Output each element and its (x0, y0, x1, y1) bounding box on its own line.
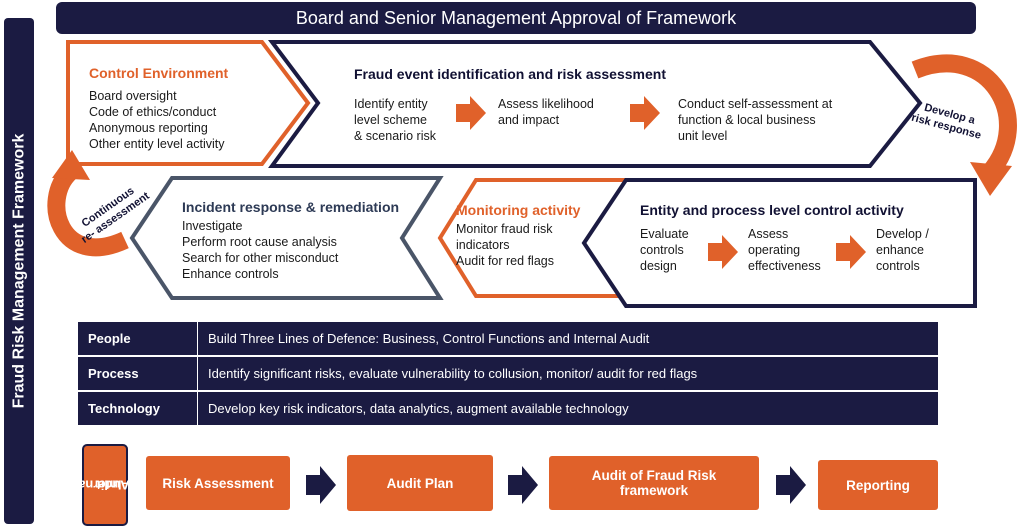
audit-step-fraud-risk-framework: Audit of Fraud Risk framework (549, 456, 759, 510)
step-arrow (708, 235, 738, 269)
band-value: Develop key risk indicators, data analyt… (208, 401, 629, 416)
top-title-bar: Board and Senior Management Approval of … (56, 2, 976, 34)
list-item: Perform root cause analysis (182, 235, 337, 249)
list-item: Other entity level activity (89, 137, 225, 151)
fraud-step-1: Identify entity level scheme & scenario … (354, 97, 436, 143)
control-environment-title: Control Environment (89, 65, 229, 81)
band-technology: Technology Develop key risk indicators, … (78, 392, 938, 425)
control-environment-list: Board oversight Code of ethics/conduct A… (89, 88, 224, 152)
step-arrow (630, 96, 660, 130)
list-item: Enhance controls (182, 267, 279, 281)
list-item: Investigate (182, 219, 243, 233)
band-label: People (78, 322, 198, 355)
side-bar (4, 18, 34, 524)
continuous-reassessment-arc (47, 165, 129, 257)
top-title: Board and Senior Management Approval of … (295, 7, 737, 28)
entity-step-3: Develop / enhance controls (876, 227, 929, 273)
audit-arrow (776, 466, 806, 504)
fraud-event-title: Fraud event identification and risk asse… (354, 66, 666, 82)
step-arrow (836, 235, 866, 269)
band-label: Technology (78, 392, 198, 425)
audit-step-reporting: Reporting (818, 460, 938, 510)
list-item: Search for other misconduct (182, 251, 339, 265)
audit-step-audit-plan: Audit Plan (347, 455, 493, 511)
list-item: Board oversight (89, 89, 177, 103)
audit-arrow (508, 466, 538, 504)
list-item: Anonymous reporting (89, 121, 208, 135)
fraud-event-shape (267, 40, 923, 168)
incident-response-shape (129, 176, 444, 300)
develop-response-arc (911, 54, 1017, 178)
list-item: Code of ethics/conduct (89, 105, 217, 119)
band-label: Process (78, 357, 198, 390)
entity-step-1: Evaluate controls design (640, 227, 689, 273)
incident-title: Incident response & remediation (182, 199, 400, 215)
audit-step-risk-assessment: Risk Assessment (146, 456, 290, 510)
band-process: Process Identify significant risks, eval… (78, 357, 938, 390)
band-value: Build Three Lines of Defence: Business, … (208, 331, 650, 346)
monitoring-list: Monitor fraud risk indicators Audit for … (456, 221, 554, 269)
band-people: People Build Three Lines of Defence: Bus… (78, 322, 938, 355)
audit-arrow (306, 466, 336, 504)
incident-list: Investigate Perform root cause analysis … (182, 218, 338, 282)
list-item: indicators (456, 238, 510, 252)
band-value: Identify significant risks, evaluate vul… (208, 366, 698, 381)
fraud-step-3: Conduct self-assessment at function & lo… (678, 97, 833, 143)
list-item: Monitor fraud risk (456, 222, 553, 236)
step-arrow (456, 96, 486, 130)
entity-process-title: Entity and process level control activit… (640, 202, 904, 218)
entity-step-2: Assess operating effectiveness (748, 227, 821, 273)
control-environment-shape (66, 40, 311, 166)
monitoring-title: Monitoring activity (456, 202, 581, 218)
fraud-step-2: Assess likelihood and impact (498, 97, 594, 127)
list-item: Audit for red flags (456, 254, 554, 268)
entity-process-shape (581, 178, 977, 308)
